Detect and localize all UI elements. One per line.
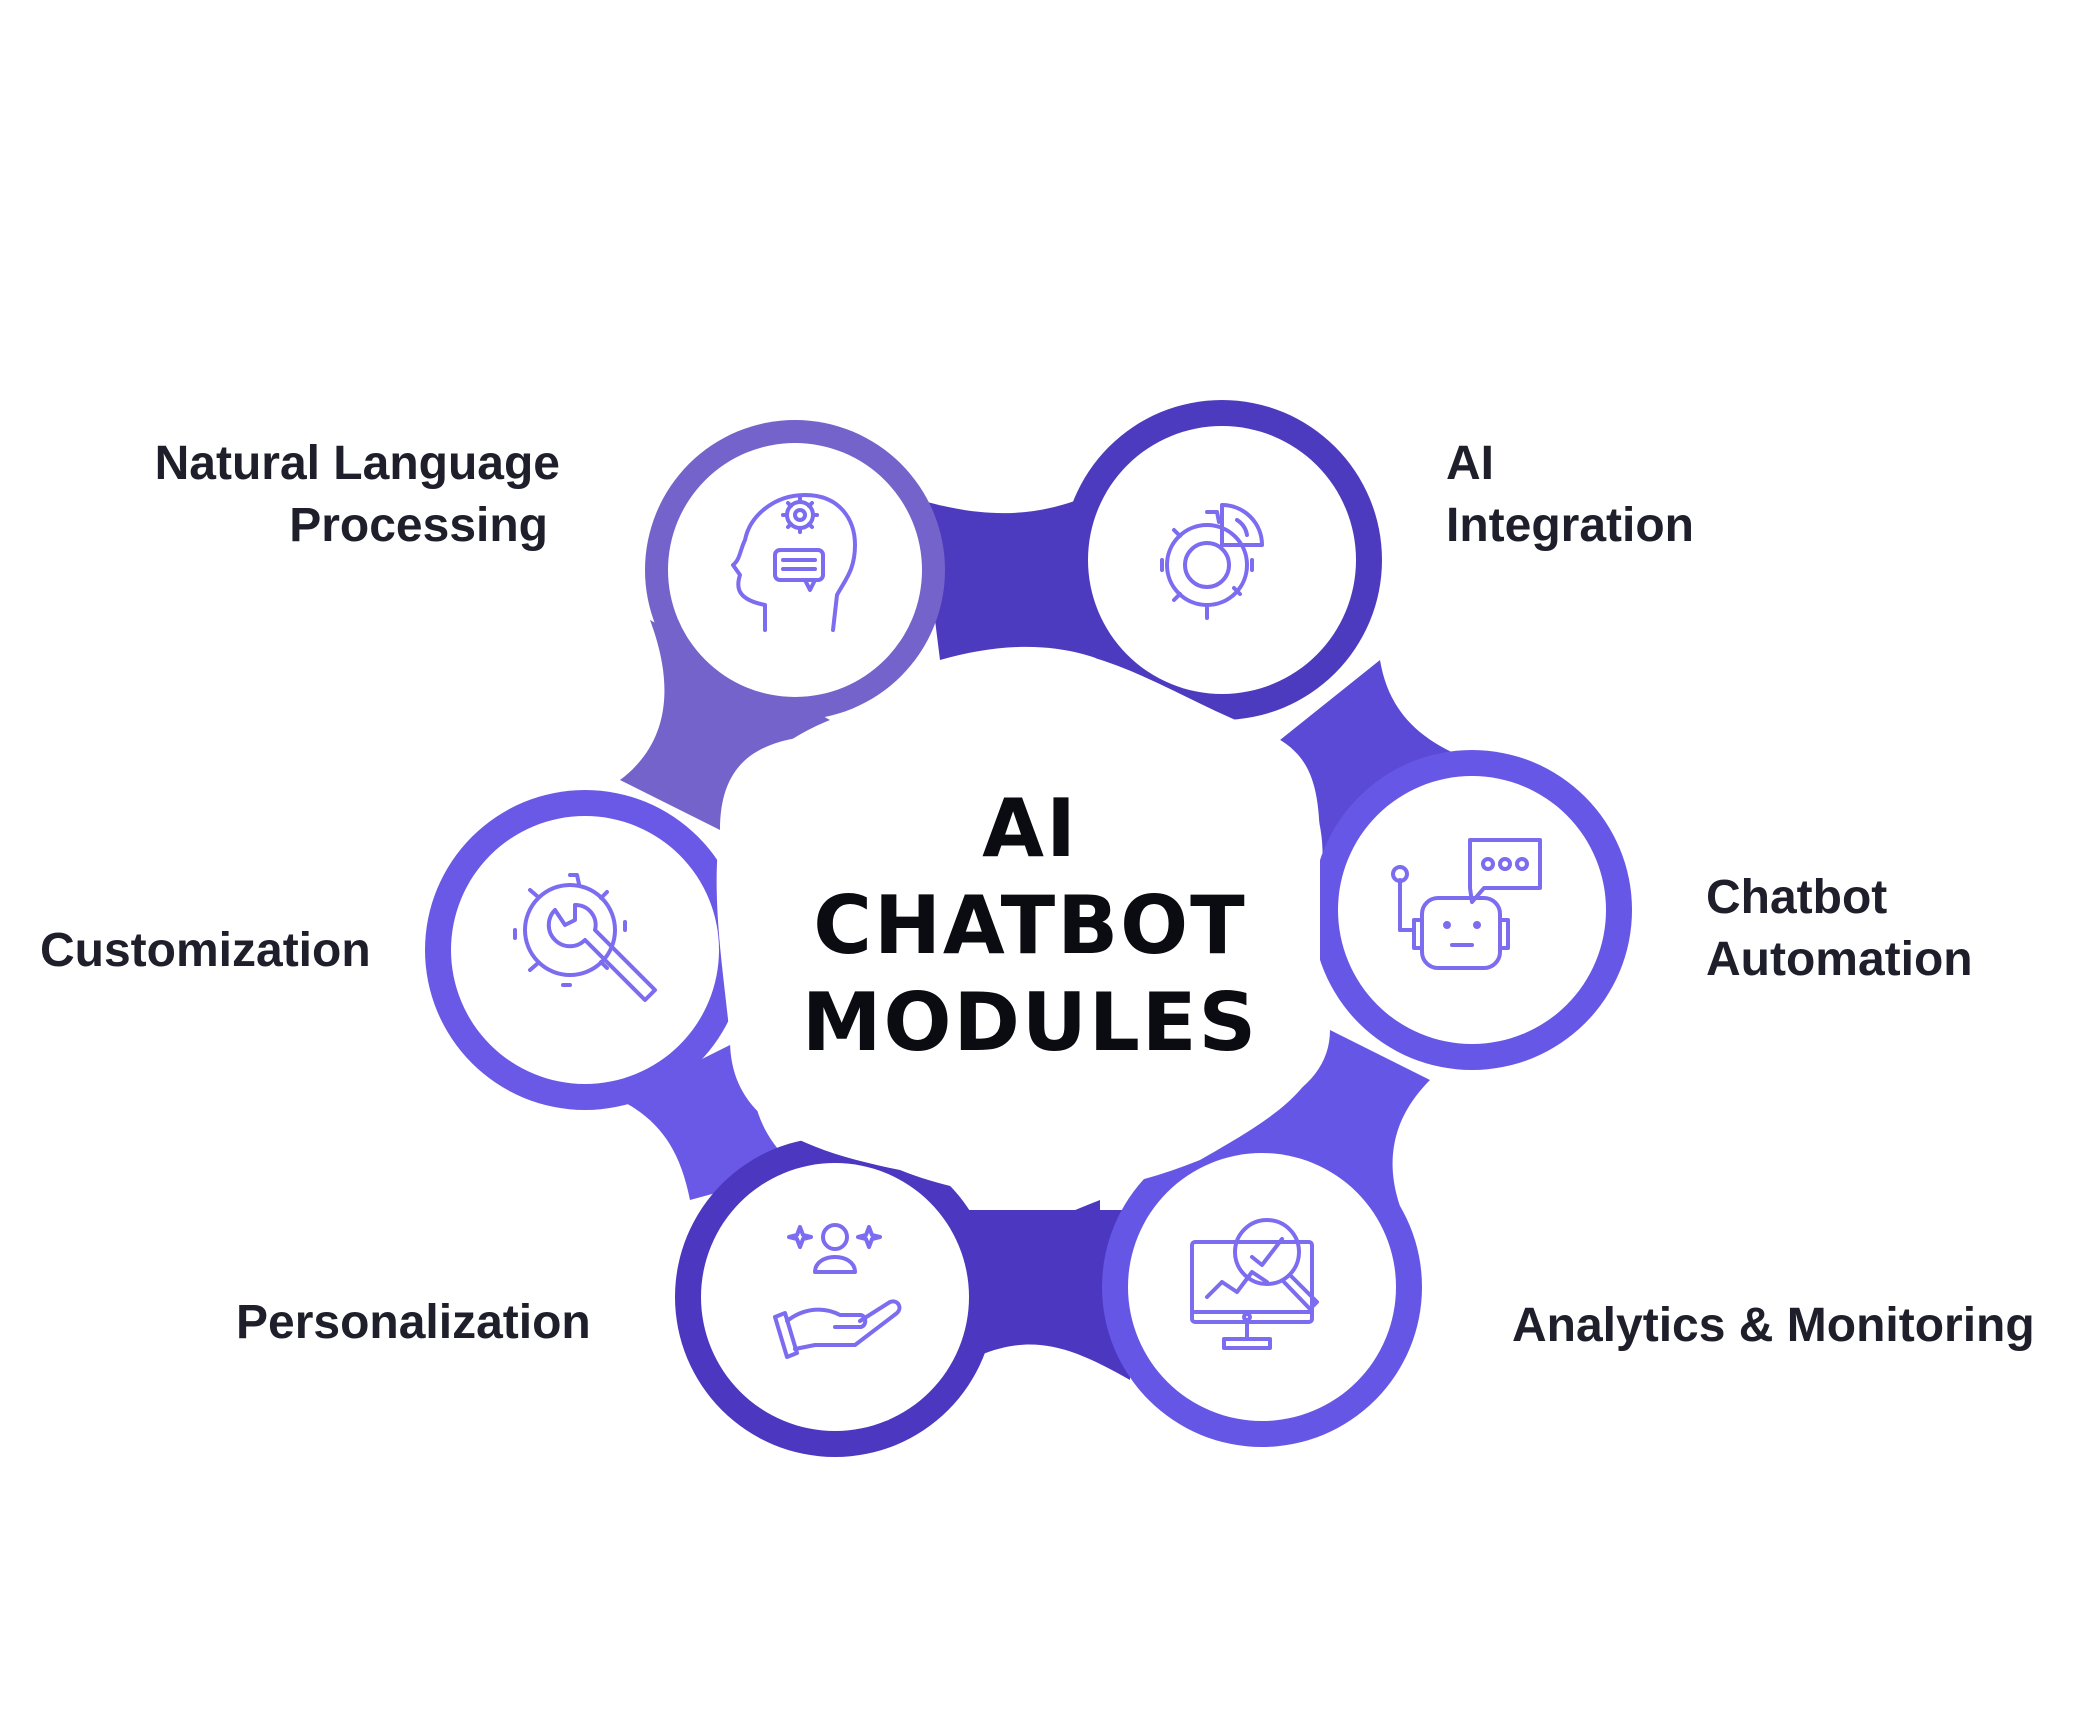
ring-chatbot-inner xyxy=(1338,776,1606,1044)
gear-wrench-icon xyxy=(513,873,657,1002)
label-customization: Customization xyxy=(40,920,371,982)
label-personalization-line1: Personalization xyxy=(236,1296,591,1349)
ring-analytics-inner xyxy=(1128,1153,1396,1421)
ring-customization-inner xyxy=(451,816,719,1084)
gear-pie-chart-icon xyxy=(1160,503,1264,620)
connector-nlp-custom xyxy=(620,620,830,830)
label-chatbot-automation: Chatbot Automation xyxy=(1706,867,1973,991)
label-customization-line1: Customization xyxy=(40,924,371,977)
label-chatbot-automation-line1: Chatbot xyxy=(1706,871,1888,924)
hand-person-icon xyxy=(773,1223,902,1359)
label-ai-integration-line1: AI xyxy=(1446,437,1494,490)
label-nlp-line2: Processing xyxy=(289,499,548,552)
connector-analytics-personal-fill xyxy=(950,1210,1130,1380)
robot-chat-icon xyxy=(1391,838,1542,970)
label-ai-integration-line2: Integration xyxy=(1446,499,1694,552)
connector-personal-custom xyxy=(620,1030,800,1200)
label-nlp: Natural Language Processing xyxy=(110,433,560,557)
center-title: AI CHATBOT MODULES xyxy=(780,780,1280,1071)
center-title-line1: AI xyxy=(982,782,1078,875)
connectors xyxy=(620,480,1500,1380)
label-analytics: Analytics & Monitoring xyxy=(1512,1295,2035,1357)
label-chatbot-automation-line2: Automation xyxy=(1706,933,1973,986)
label-personalization: Personalization xyxy=(236,1292,591,1354)
center-blob xyxy=(716,648,1320,1196)
monitor-analytics-icon xyxy=(1190,1218,1319,1350)
label-analytics-line1: Analytics & Monitoring xyxy=(1512,1299,2035,1352)
head-gear-chat-icon xyxy=(731,493,857,632)
label-nlp-line1: Natural Language xyxy=(154,437,560,490)
center-title-line2: CHATBOT xyxy=(813,879,1247,972)
ring-ai-integration-inner xyxy=(1088,426,1356,694)
label-ai-integration: AI Integration xyxy=(1446,433,1694,557)
connector-chatbot-analytics xyxy=(1240,1030,1430,1230)
ring-personalization-inner xyxy=(701,1163,969,1431)
center-title-line3: MODULES xyxy=(801,976,1259,1069)
connector-ai-chatbot xyxy=(1280,660,1500,880)
